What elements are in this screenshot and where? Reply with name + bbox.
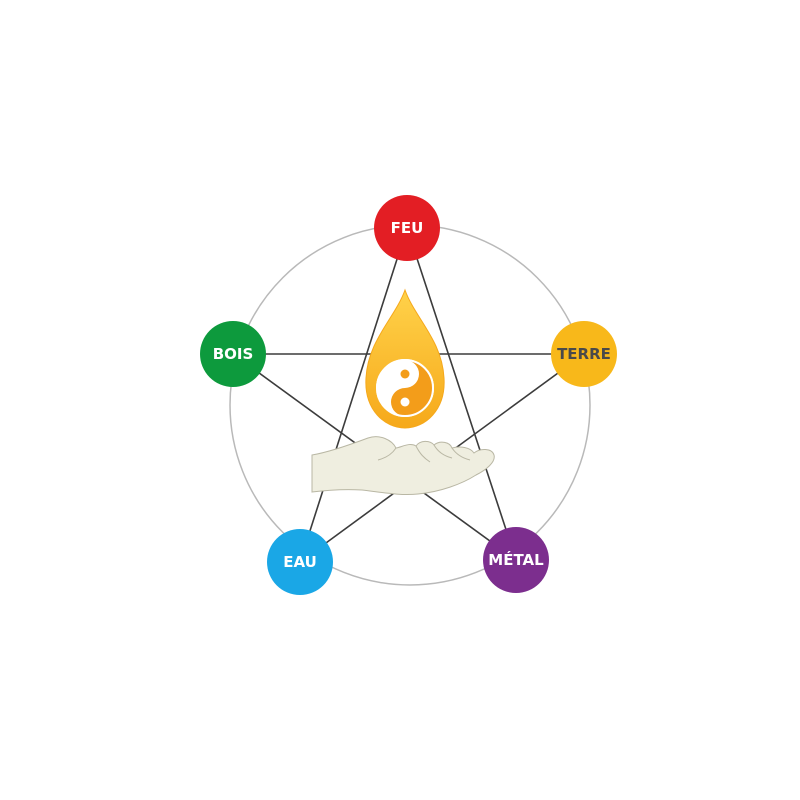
element-label-feu: FEU (391, 219, 424, 237)
element-circle-feu (374, 195, 440, 261)
center-emblem (365, 288, 445, 429)
element-node-terre: TERRE (551, 321, 617, 387)
pentagram-lines (232, 227, 585, 563)
element-node-bois: BOIS (200, 321, 266, 387)
element-label-metal: MÉTAL (488, 550, 544, 569)
element-label-bois: BOIS (213, 345, 254, 363)
element-node-eau: EAU (267, 529, 333, 595)
element-label-eau: EAU (283, 553, 317, 571)
element-circle-metal (483, 527, 549, 593)
edge-eau-feu (299, 227, 408, 563)
element-circle-eau (267, 529, 333, 595)
element-label-terre: TERRE (557, 345, 611, 363)
element-node-feu: FEU (374, 195, 440, 261)
element-circle-bois (200, 321, 266, 387)
edge-feu-metal (406, 227, 517, 561)
yin-yang-icon (376, 359, 434, 417)
open-hand-icon (311, 436, 495, 495)
element-circle-terre (551, 321, 617, 387)
element-node-metal: MÉTAL (483, 527, 549, 593)
